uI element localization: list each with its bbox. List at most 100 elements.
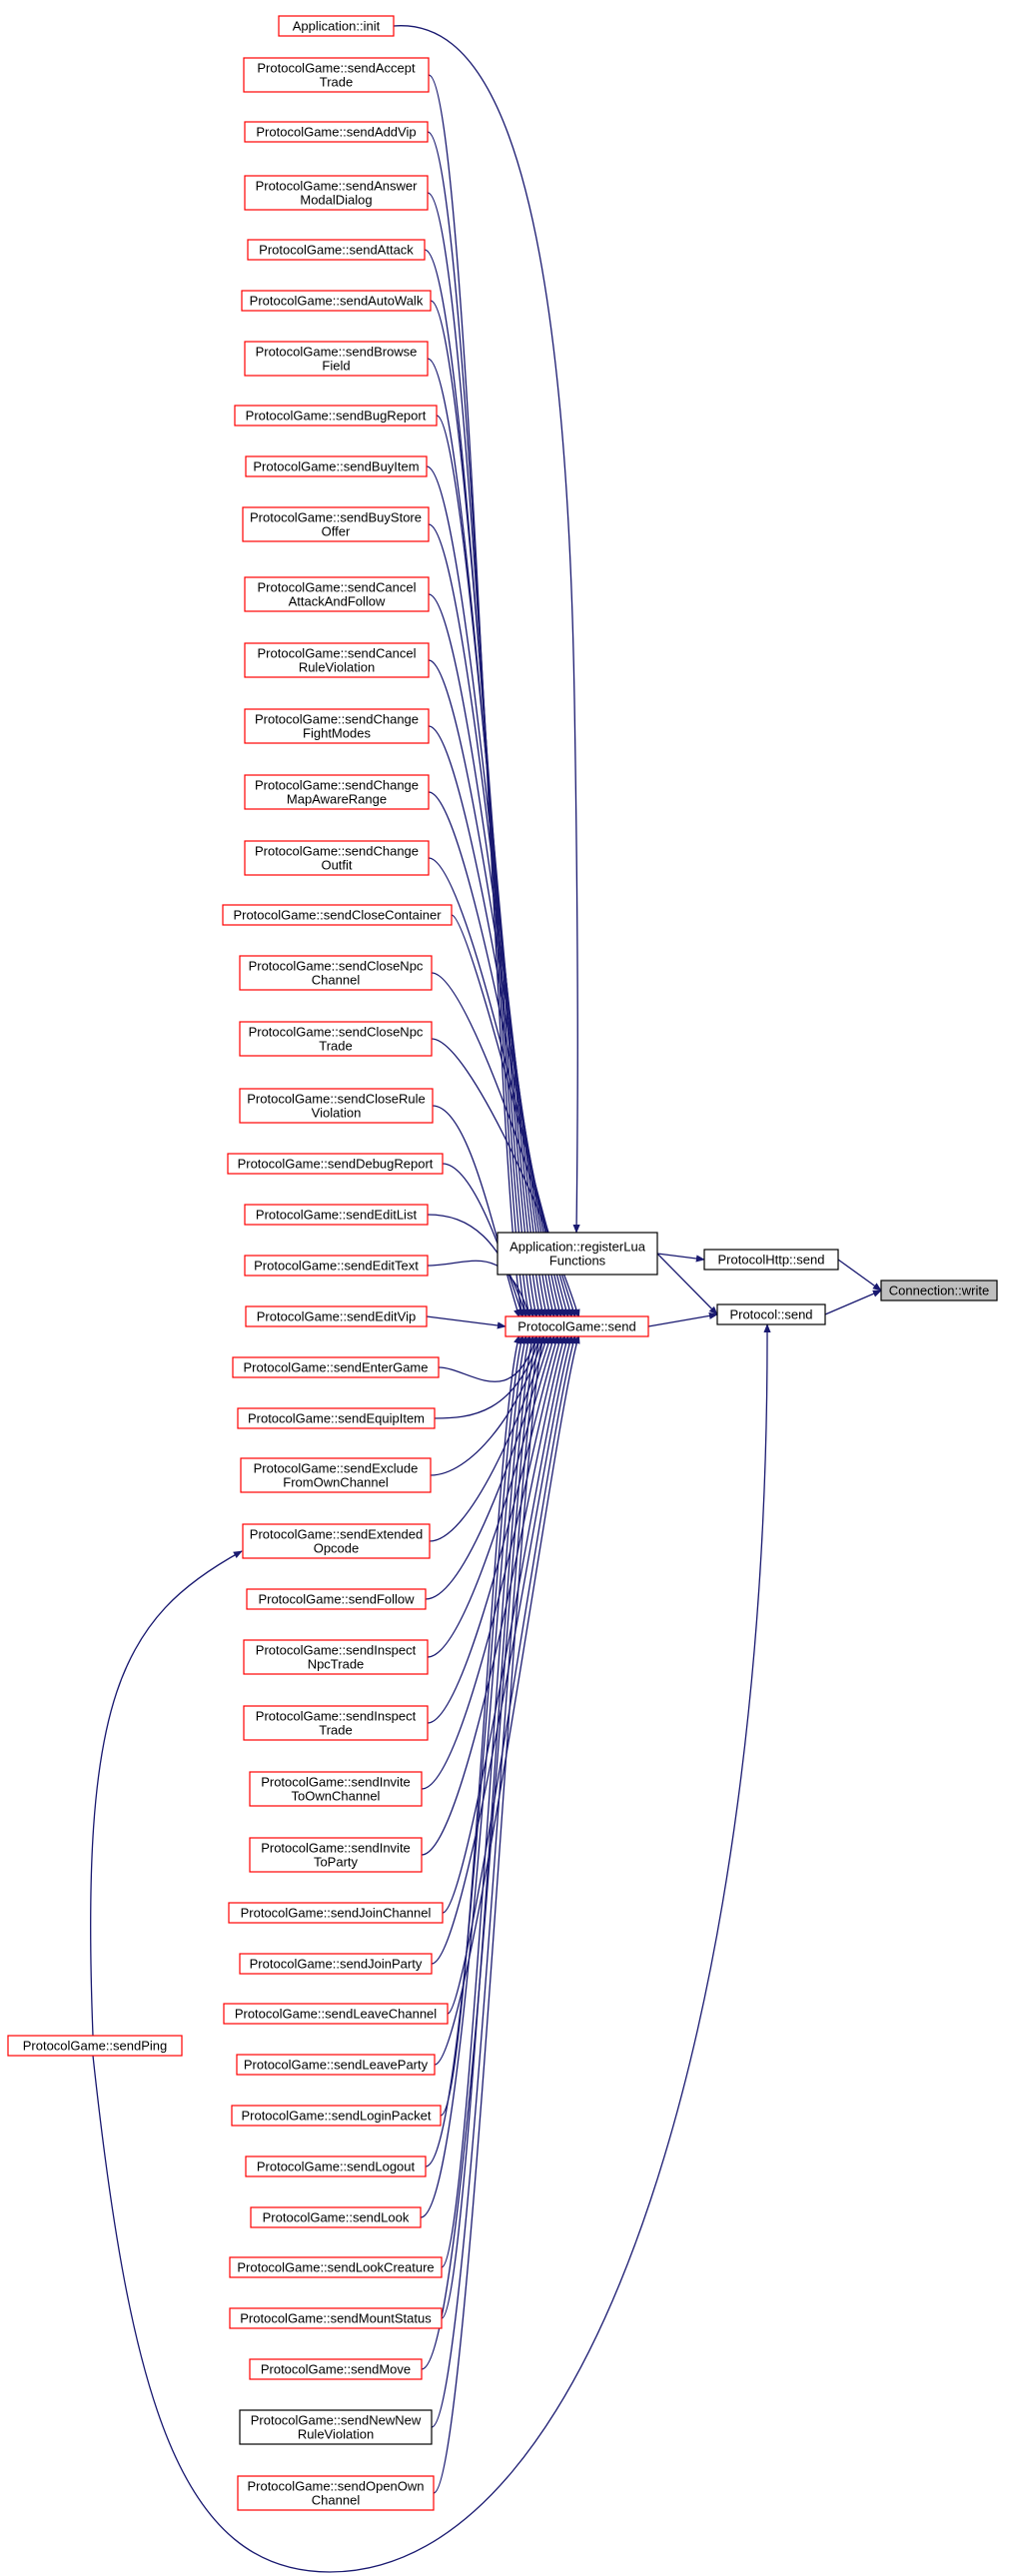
node-box [222,904,453,926]
node-label: Channel [312,973,361,988]
node-protocolgame-sendlookcreature[interactable]: ProtocolGame::sendLookCreature [229,2256,443,2278]
node-box [278,15,395,37]
node-protocolgame-sendentergame[interactable]: ProtocolGame::sendEnterGame [232,1356,440,1378]
node-label: ProtocolGame::sendCancel [258,580,417,595]
node-box [236,2054,436,2076]
node-protocolgame-sendping[interactable]: ProtocolGame::sendPing [7,2035,183,2057]
node-protocolgame-sendeditlist[interactable]: ProtocolGame::sendEditList [244,1204,429,1226]
node-box [239,1021,433,1057]
node-protocolgame-sendeditvip[interactable]: ProtocolGame::sendEditVip [245,1305,428,1327]
node-label: ProtocolGame::sendBrowse [256,345,418,360]
node-protocolgame-sendclosecontainer[interactable]: ProtocolGame::sendCloseContainer [222,904,453,926]
edge-c43-to-pgsend [433,1334,545,2494]
node-protocolgame-sendleavechannel[interactable]: ProtocolGame::sendLeaveChannel [223,2003,449,2025]
node-label: AttackAndFollow [289,594,386,609]
node-label: ProtocolGame::sendLeaveParty [244,2058,429,2073]
node-label: ProtocolGame::sendCloseRule [247,1092,425,1107]
node-box [237,1407,436,1429]
node-box [228,1902,444,1924]
edge-c25-to-pgsend [430,1334,545,1476]
node-box [703,1249,839,1271]
node-protocolgame-sendmove[interactable]: ProtocolGame::sendMove [249,2358,423,2380]
node-protocolgame-sendleaveparty[interactable]: ProtocolGame::sendLeaveParty [236,2054,436,2076]
node-label: ProtocolGame::sendBuyItem [253,459,419,474]
node-protocolgame-sendequipitem[interactable]: ProtocolGame::sendEquipItem [237,1407,436,1429]
node-box [239,1088,434,1124]
node-application-init[interactable]: Application::init [278,15,395,37]
node-box [240,1457,432,1493]
node-protocolgame-sendedittext[interactable]: ProtocolGame::sendEditText [244,1255,429,1277]
node-box [241,290,432,312]
node-protocolgame-sendbuyitem[interactable]: ProtocolGame::sendBuyItem [245,455,428,477]
node-protocolgame-sendjoinchannel[interactable]: ProtocolGame::sendJoinChannel [228,1902,444,1924]
node-label: ProtocolGame::sendDebugReport [238,1157,434,1172]
node-box [716,1303,826,1325]
node-protocolgame-sendfollow[interactable]: ProtocolGame::sendFollow [246,1588,427,1610]
node-box [244,642,430,678]
node-label: Functions [549,1254,606,1269]
node-label: ProtocolGame::sendInspect [256,1643,417,1658]
node-label: ProtocolGame::sendAccept [257,61,416,76]
edges-layer [90,25,882,2573]
node-label: ProtocolGame::sendMountStatus [240,2311,432,2326]
node-box [229,2307,443,2329]
node-box [244,1204,429,1226]
node-label: Opcode [314,1541,360,1556]
node-protocolgame-sendlook[interactable]: ProtocolGame::sendLook [250,2206,422,2228]
node-protocolgame-sendaddvip[interactable]: ProtocolGame::sendAddVip [244,121,429,143]
edge-c11-to-pgsend [428,659,559,1318]
edge-ping-to-c26 [90,1550,243,2037]
node-label: ProtocolGame::sendLook [263,2210,410,2225]
edge-c38-to-pgsend [420,1334,528,2218]
node-protocolgame-sendbugreport[interactable]: ProtocolGame::sendBugReport [234,405,438,427]
node-box [243,1639,429,1675]
node-box [247,239,426,261]
edge-c30-to-pgsend [421,1334,563,1790]
node-label: Application::registerLua [509,1240,646,1255]
node-connection-write[interactable]: Connection::write [880,1280,998,1301]
node-protocolgame-sendjoinparty[interactable]: ProtocolGame::sendJoinParty [239,1953,433,1975]
node-label: ProtocolGame::sendEditList [256,1208,418,1223]
node-box [505,1315,649,1337]
node-label: ProtocolGame::sendBugReport [246,409,427,424]
node-protocol-send[interactable]: Protocol::send [716,1303,826,1325]
node-protocolgame-sendautowalk[interactable]: ProtocolGame::sendAutoWalk [241,290,432,312]
node-box [243,1705,429,1741]
node-box [227,1153,444,1175]
node-box [249,1837,423,1873]
node-protocolgame-sendlogout[interactable]: ProtocolGame::sendLogout [245,2155,427,2177]
node-protocolgame-sendloginpacket[interactable]: ProtocolGame::sendLoginPacket [231,2105,442,2127]
node-label: ProtocolGame::sendInvite [261,1841,411,1856]
edge-c6-to-pgsend [427,358,542,1318]
node-protocolgame-sendattack[interactable]: ProtocolGame::sendAttack [247,239,426,261]
node-label: ProtocolGame::send [517,1319,636,1334]
node-label: ProtocolGame::sendCloseNpc [249,1025,424,1040]
node-protocolgame-senddebugreport[interactable]: ProtocolGame::sendDebugReport [227,1153,444,1175]
node-protocolhttp-send[interactable]: ProtocolHttp::send [703,1249,839,1271]
node-label: ProtocolGame::sendNewNew [251,2413,422,2428]
node-protocolgame-sendmountstatus[interactable]: ProtocolGame::sendMountStatus [229,2307,443,2329]
node-label: Outfit [321,858,352,873]
node-protocolgame-send[interactable]: ProtocolGame::send [505,1315,649,1337]
